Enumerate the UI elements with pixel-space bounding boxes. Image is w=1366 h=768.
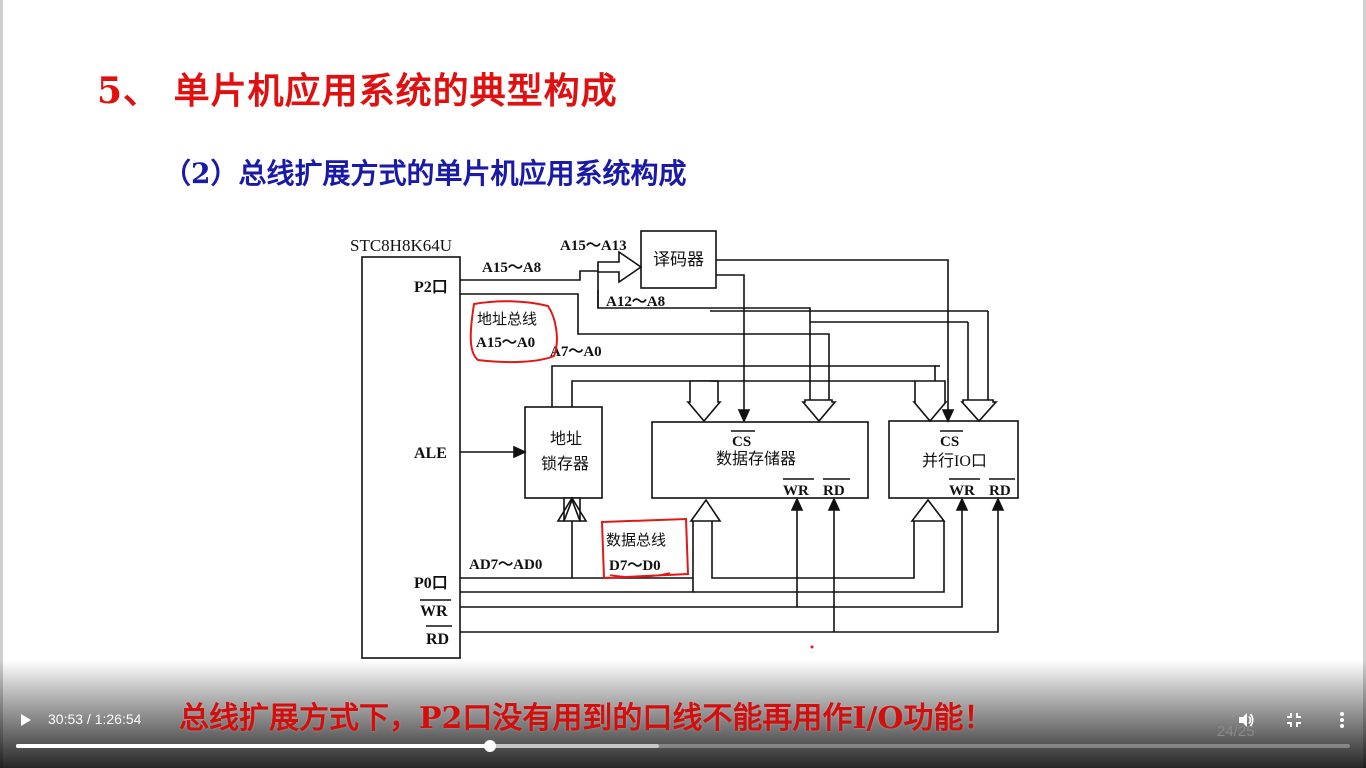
io-wr-label: WR (949, 483, 975, 499)
progress-bar[interactable] (16, 740, 1350, 752)
address-latch-block (524, 406, 603, 499)
io-cs-label: CS (940, 434, 959, 450)
ad7-ad0-label: AD7～AD0 (469, 557, 542, 573)
memory-wr-label: WR (783, 483, 809, 499)
play-button[interactable] (12, 707, 38, 733)
wr-label: WR (420, 603, 448, 620)
data-bus-label-line1: 数据总线 (606, 532, 666, 549)
rd-label: RD (426, 631, 449, 648)
more-options-icon (1340, 712, 1344, 728)
data-bus-label-line2: D7～D0 (609, 558, 661, 574)
memory-cs-label: CS (732, 434, 751, 450)
progress-scrubber-handle[interactable] (483, 740, 496, 752)
play-icon (21, 714, 31, 726)
data-memory-block (651, 421, 869, 499)
address-bus-annotation: 地址总线 A15～A0 (469, 300, 558, 364)
p0-port-label: P0口 (414, 575, 448, 592)
memory-rd-label: RD (823, 483, 845, 499)
a15-a13-label: A15～A13 (560, 238, 627, 254)
subtitle-caption: 总线扩展方式下，P2口没有用到的口线不能再用作I/O功能！ (179, 701, 994, 736)
time-display: 30:53 / 1:26:54 (48, 711, 141, 727)
io-rd-label: RD (989, 483, 1011, 499)
decoder-label: 译码器 (653, 250, 704, 269)
slide-subtitle: （2）总线扩展方式的单片机应用系统构成 (163, 157, 687, 190)
address-bus-label-line2: A15～A0 (476, 335, 535, 351)
slide-border-left (0, 0, 3, 768)
memory-label: 数据存储器 (716, 450, 796, 468)
ale-label: ALE (414, 445, 447, 462)
volume-icon (1239, 713, 1254, 727)
data-bus-annotation: 数据总线 D7～D0 (600, 517, 690, 580)
red-dot-mark (810, 645, 814, 649)
time-separator: / (83, 711, 95, 727)
address-bus-label-line1: 地址总线 (477, 311, 537, 328)
current-time: 30:53 (48, 711, 84, 727)
slide-page-indicator: 24/25 (1217, 723, 1255, 740)
io-label: 并行IO口 (922, 452, 987, 470)
control-bar-gradient (0, 660, 1366, 768)
duration: 1:26:54 (94, 711, 142, 727)
latch-label-line1: 地址 (550, 430, 582, 448)
p2-port-label: P2口 (414, 279, 448, 296)
exit-fullscreen-button[interactable] (1281, 707, 1307, 733)
mcu-label: STC8H8K64U (350, 236, 452, 255)
parallel-io-block (888, 420, 1019, 499)
latch-label-line2: 锁存器 (541, 455, 589, 473)
a12-a8-label: A12～A8 (606, 294, 665, 310)
volume-button[interactable] (1233, 707, 1259, 733)
slide-border-right (1363, 0, 1366, 768)
a15-a8-label: A15～A8 (482, 260, 541, 276)
a7-a0-label: A7～A0 (550, 344, 602, 360)
exit-fullscreen-icon (1287, 713, 1301, 727)
mcu-block (361, 256, 461, 659)
more-options-button[interactable] (1329, 707, 1355, 733)
progress-played (16, 744, 490, 748)
slide-title: 5、 单片机应用系统的典型构成 (97, 70, 618, 112)
